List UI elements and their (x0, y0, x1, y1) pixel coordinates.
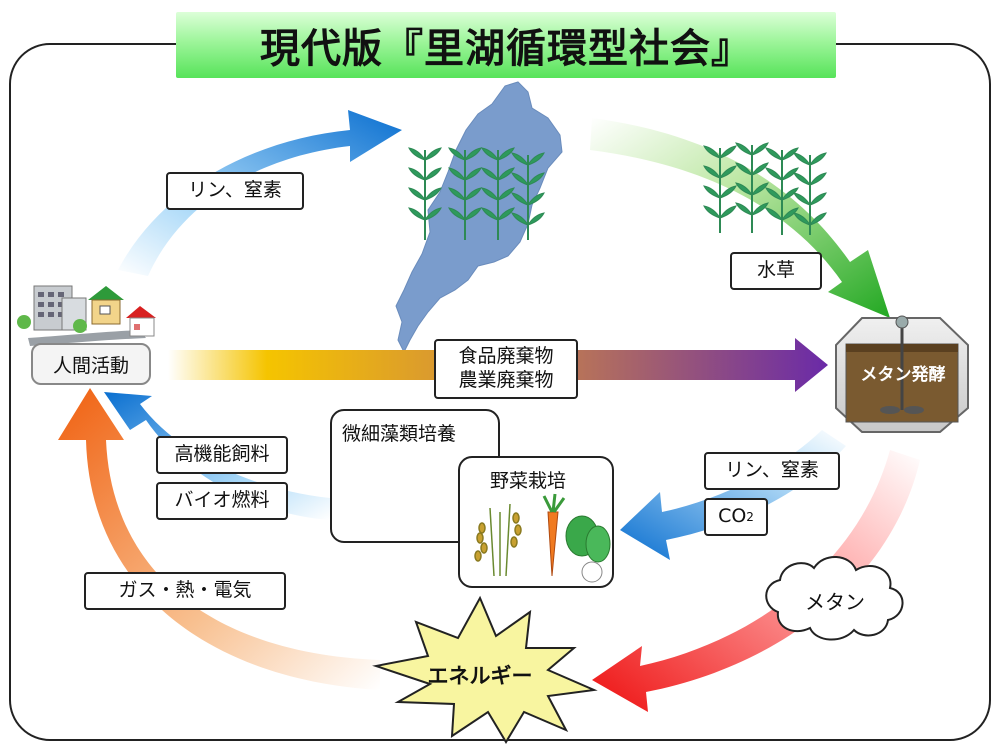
vegetable-illustration (474, 493, 611, 583)
lake-shape (395, 81, 563, 354)
label-co2-main: CO (718, 505, 747, 528)
arrow-energy-to-human (58, 388, 380, 690)
node-algae-title: 微細藻類培養 (342, 423, 457, 445)
label-co2-subscript: 2 (746, 509, 754, 524)
label-feed: 高機能飼料 (156, 436, 288, 474)
node-methane: メタン (805, 590, 865, 614)
label-agri-waste: 農業廃棄物 (458, 369, 554, 391)
label-phosphorus-nitrogen-right: リン、窒素 (704, 452, 840, 490)
label-waste: 食品廃棄物 農業廃棄物 (434, 339, 578, 399)
node-methane-fermentation: メタン発酵 (860, 365, 946, 385)
methane-cloud (765, 556, 904, 641)
label-phosphorus-nitrogen-top: リン、窒素 (166, 172, 304, 210)
methane-tank (835, 315, 969, 433)
node-vegetable-card: 野菜栽培 (458, 456, 614, 588)
node-energy: エネルギー (427, 664, 533, 688)
label-gas-heat-power: ガス・熱・電気 (84, 572, 286, 610)
water-plants-right (703, 142, 827, 235)
label-biofuel: バイオ燃料 (156, 482, 288, 520)
page-title: 現代版『里湖循環型社会』 (176, 12, 836, 78)
node-human-activity: 人間活動 (31, 343, 151, 385)
arrow-human-to-lake (118, 110, 402, 276)
label-food-waste: 食品廃棄物 (458, 345, 554, 368)
water-plants-left (408, 147, 545, 240)
buildings-illustration (17, 285, 156, 346)
arrow-tank-to-veg (620, 430, 846, 560)
label-water-plants: 水草 (730, 252, 822, 290)
arrow-lake-to-tank (590, 118, 890, 318)
node-vegetable-title: 野菜栽培 (490, 470, 567, 492)
energy-starburst (372, 595, 598, 744)
